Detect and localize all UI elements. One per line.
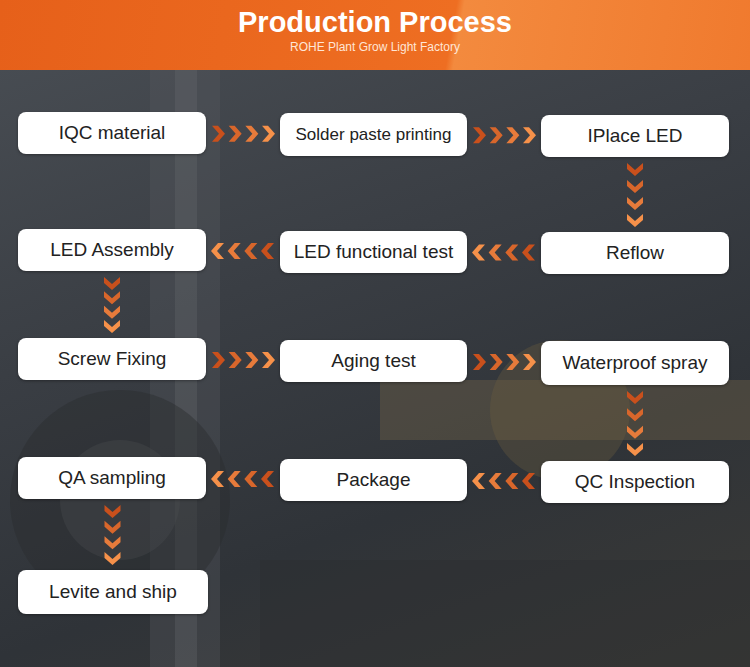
chevron-arrow <box>523 354 536 370</box>
chevron-arrow <box>262 126 275 142</box>
chevron-connector <box>627 163 643 227</box>
chevron-arrow <box>212 352 225 368</box>
chevron-arrow <box>506 354 519 370</box>
process-box: Levite and ship <box>18 570 208 614</box>
chevron-arrow <box>105 536 121 549</box>
chevron-arrow <box>211 471 224 487</box>
chevron-arrow <box>627 214 643 227</box>
chevron-connector <box>104 277 120 333</box>
chevron-arrow <box>104 320 120 333</box>
chevron-arrow <box>104 277 120 290</box>
process-box: Reflow <box>541 232 729 274</box>
chevron-arrow <box>105 505 121 518</box>
chevron-arrow <box>261 471 274 487</box>
process-label: Screw Fixing <box>58 349 167 369</box>
chevron-arrow <box>229 126 242 142</box>
chevron-arrow <box>245 126 258 142</box>
process-box: QC Inspection <box>541 461 729 503</box>
chevron-arrow <box>522 473 535 489</box>
subtitle-label: ROHE Plant Grow Light Factory <box>0 40 750 54</box>
process-label: Aging test <box>331 351 416 371</box>
process-label: Reflow <box>606 243 664 263</box>
process-box: IQC material <box>18 112 206 154</box>
chevron-arrow <box>627 163 643 176</box>
process-box: Screw Fixing <box>18 338 206 380</box>
chevron-arrow <box>228 471 241 487</box>
chevron-connector <box>212 352 275 368</box>
chevron-arrow <box>522 245 535 261</box>
chevron-arrow <box>212 126 225 142</box>
process-box: LED Assembly <box>18 229 206 271</box>
chevron-connector <box>212 126 275 142</box>
chevron-arrow <box>229 352 242 368</box>
chevron-arrow <box>245 352 258 368</box>
chevron-arrow <box>505 245 518 261</box>
process-box: LED functional test <box>280 231 467 273</box>
chevron-arrow <box>244 471 257 487</box>
process-label: Levite and ship <box>49 582 177 602</box>
process-label: Package <box>337 470 411 490</box>
chevron-connector <box>627 391 643 456</box>
chevron-connector <box>473 127 536 143</box>
process-label: QC Inspection <box>575 472 695 492</box>
chevron-arrow <box>472 245 485 261</box>
chevron-arrow <box>490 354 503 370</box>
chevron-connector <box>472 473 535 489</box>
chevron-arrow <box>506 127 519 143</box>
chevron-arrow <box>262 352 275 368</box>
process-label: IPlace LED <box>587 126 682 146</box>
chevron-arrow <box>104 306 120 319</box>
chevron-arrow <box>472 473 485 489</box>
chevron-connector <box>211 243 274 259</box>
chevron-arrow <box>228 243 241 259</box>
chevron-arrow <box>211 243 224 259</box>
chevron-arrow <box>489 245 502 261</box>
chevron-arrow <box>523 127 536 143</box>
chevron-arrow <box>244 243 257 259</box>
chevron-connector <box>105 505 121 565</box>
page-title: Production Process <box>0 6 750 39</box>
chevron-arrow <box>490 127 503 143</box>
chevron-arrow <box>105 552 121 565</box>
process-box: IPlace LED <box>541 115 729 157</box>
chevron-arrow <box>505 473 518 489</box>
chevron-arrow <box>105 521 121 534</box>
process-box: Waterproof spray <box>541 341 729 385</box>
process-label: LED functional test <box>294 242 453 262</box>
machine-base <box>260 560 750 667</box>
chevron-arrow <box>627 391 643 404</box>
chevron-arrow <box>104 291 120 304</box>
process-box: Package <box>280 459 467 501</box>
chevron-arrow <box>473 127 486 143</box>
process-label: QA sampling <box>58 468 166 488</box>
process-label: LED Assembly <box>50 240 174 260</box>
chevron-arrow <box>627 408 643 421</box>
process-label: IQC material <box>59 123 166 143</box>
chevron-connector <box>473 354 536 370</box>
chevron-arrow <box>627 443 643 456</box>
process-box: Solder paste printing <box>280 113 467 156</box>
chevron-arrow <box>473 354 486 370</box>
chevron-arrow <box>627 197 643 210</box>
chevron-arrow <box>261 243 274 259</box>
chevron-connector <box>211 471 274 487</box>
process-label: Solder paste printing <box>296 126 452 144</box>
chevron-arrow <box>489 473 502 489</box>
process-box: QA sampling <box>18 457 206 499</box>
chevron-connector <box>472 245 535 261</box>
chevron-arrow <box>627 180 643 193</box>
chevron-arrow <box>627 426 643 439</box>
process-box: Aging test <box>280 340 467 382</box>
process-label: Waterproof spray <box>562 353 707 373</box>
